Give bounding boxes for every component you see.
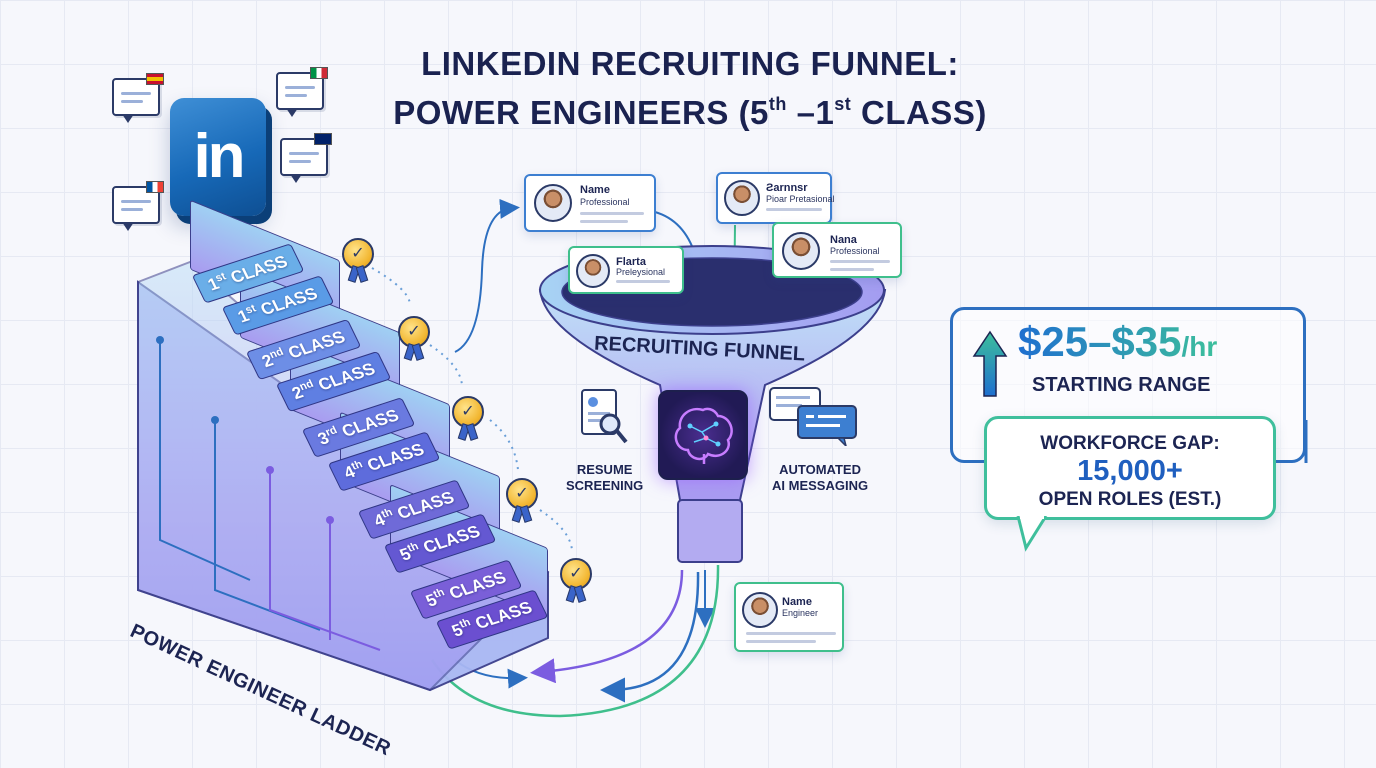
avatar bbox=[742, 592, 778, 628]
profile-card-hired[interactable]: Name Engineer bbox=[734, 582, 844, 652]
profile-role: Professional bbox=[830, 246, 880, 256]
resume-search-icon bbox=[580, 388, 628, 446]
avatar bbox=[782, 232, 820, 270]
chat-bubble-icon bbox=[280, 133, 332, 183]
gap-caption: OPEN ROLES (EST.) bbox=[1038, 489, 1222, 510]
text-line bbox=[830, 268, 874, 271]
bubble-tail bbox=[1016, 516, 1048, 552]
chat-bubble-icon bbox=[276, 67, 328, 117]
profile-card[interactable]: Flarta Preleysional bbox=[568, 246, 684, 294]
title-text: –1 bbox=[786, 94, 835, 131]
avatar bbox=[576, 254, 610, 288]
title-line-2: POWER ENGINEERS (5th –1st CLASS) bbox=[300, 84, 1080, 133]
check-badge-icon: ✓ bbox=[398, 316, 430, 361]
text-line bbox=[616, 280, 670, 283]
title-sup: st bbox=[834, 94, 852, 114]
check-badge-icon: ✓ bbox=[560, 558, 592, 603]
profile-card[interactable]: Name Professional bbox=[524, 174, 656, 232]
title-sup: th bbox=[768, 94, 787, 114]
profile-name: Flarta bbox=[616, 256, 646, 268]
ai-brain-icon bbox=[658, 390, 748, 480]
profile-name: Name bbox=[580, 184, 610, 196]
up-arrow-icon bbox=[972, 330, 1008, 398]
text-line bbox=[746, 632, 836, 635]
text-line bbox=[580, 220, 628, 223]
text-line bbox=[830, 260, 890, 263]
chat-bubble-icon bbox=[112, 73, 164, 123]
profile-name: Nana bbox=[830, 234, 857, 246]
profile-role: Engineer bbox=[782, 608, 819, 618]
profile-name: Ƨarnnsr bbox=[766, 182, 808, 194]
page-title: LINKEDIN RECRUITING FUNNEL: POWER ENGINE… bbox=[300, 44, 1080, 133]
check-badge-icon: ✓ bbox=[506, 478, 538, 523]
gap-value: 15,000+ bbox=[1077, 455, 1183, 487]
chat-bubbles-icon bbox=[768, 386, 860, 449]
title-text: POWER ENGINEERS (5 bbox=[393, 94, 769, 131]
avatar bbox=[724, 180, 760, 216]
profile-role: Preleysional bbox=[616, 267, 666, 277]
gap-label: WORKFORCE GAP: bbox=[1040, 433, 1220, 454]
text-line bbox=[746, 640, 816, 643]
avatar bbox=[534, 184, 572, 222]
check-badge-icon: ✓ bbox=[452, 396, 484, 441]
profile-name: Name bbox=[782, 596, 812, 608]
text-line bbox=[766, 208, 822, 211]
linkedin-logo-icon: in bbox=[170, 98, 266, 216]
chat-bubble-icon bbox=[112, 181, 164, 231]
profile-card[interactable]: Ƨarnnsr Pioar Pretasional bbox=[716, 172, 835, 224]
title-text: CLASS) bbox=[851, 94, 987, 131]
title-line-1: LINKEDIN RECRUITING FUNNEL: bbox=[421, 45, 959, 82]
text-line bbox=[580, 212, 644, 215]
check-badge-icon: ✓ bbox=[342, 238, 374, 283]
profile-card[interactable]: Nana Professional bbox=[772, 222, 902, 278]
profile-role: Professional bbox=[580, 197, 630, 207]
profile-role: Pioar Pretasional bbox=[766, 194, 835, 204]
salary-value: $25–$35/hr bbox=[1018, 318, 1218, 365]
workforce-gap-bubble: WORKFORCE GAP: 15,000+ OPEN ROLES (EST.) bbox=[984, 416, 1276, 520]
salary-caption: STARTING RANGE bbox=[1032, 374, 1211, 396]
